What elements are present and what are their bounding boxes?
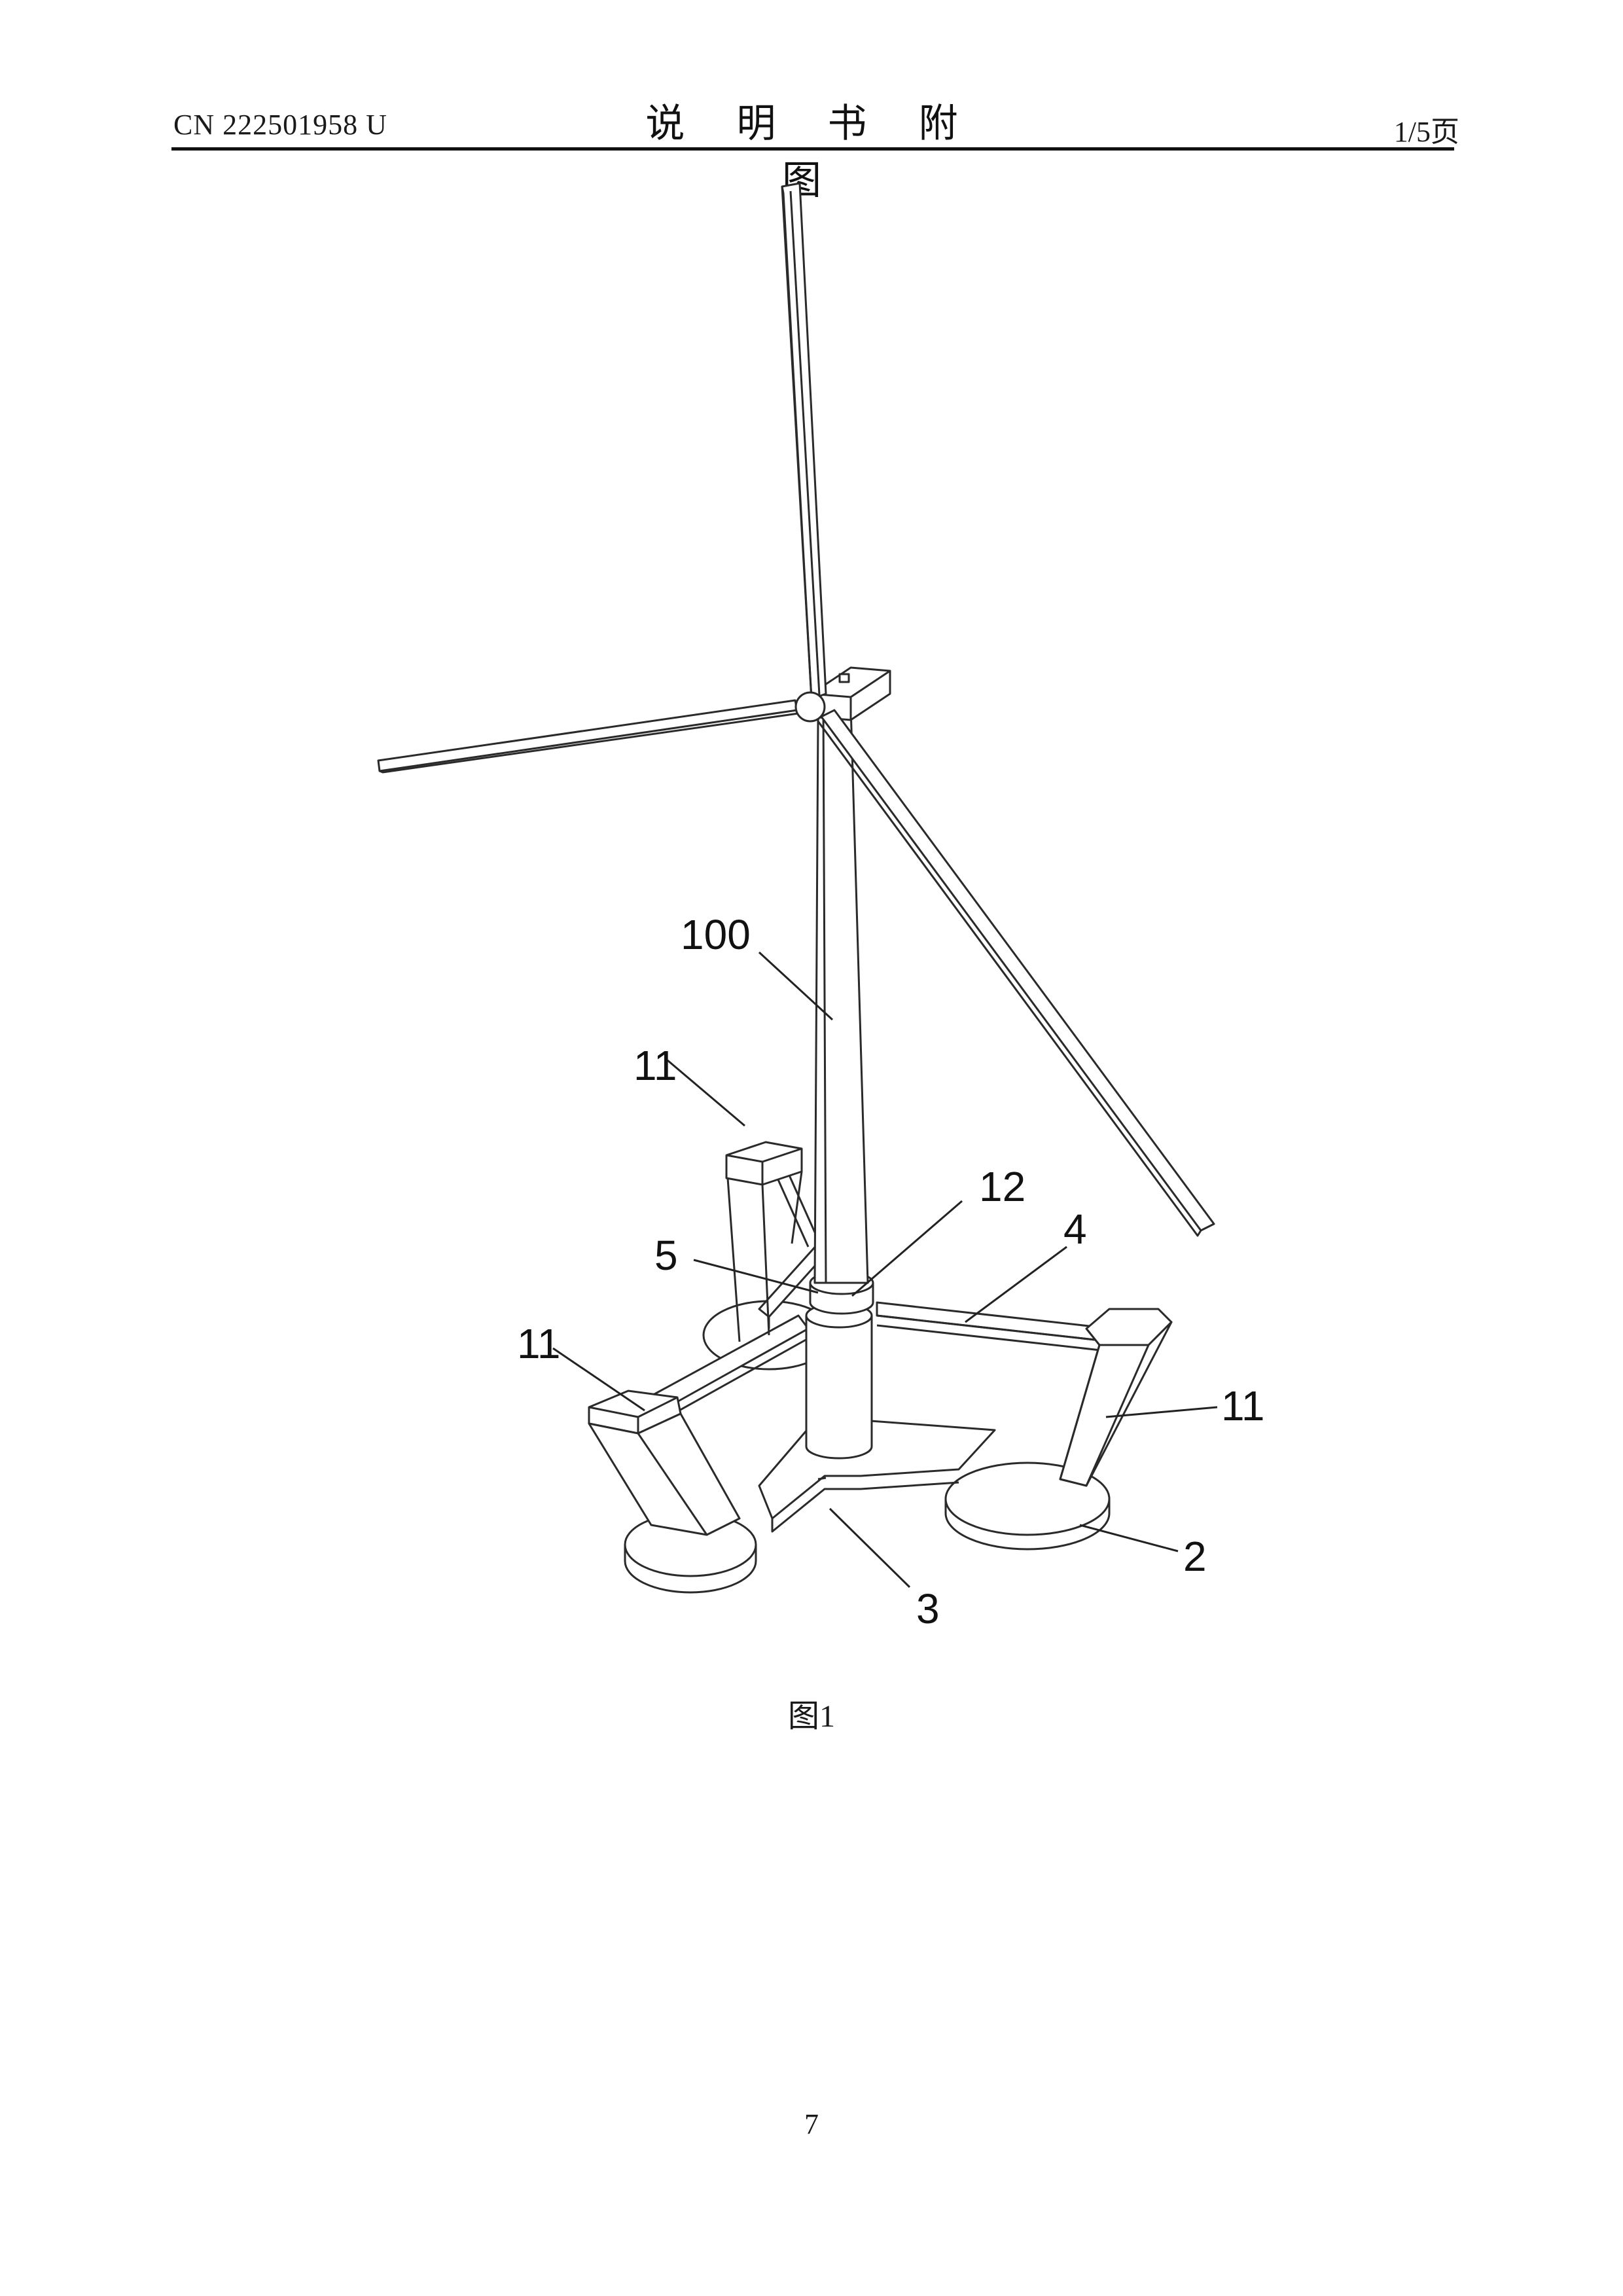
- rotor-hub: [796, 692, 825, 721]
- page-number: 7: [772, 2108, 851, 2141]
- label-arm: 4: [1063, 1206, 1087, 1253]
- label-column-top-left: 11: [633, 1042, 677, 1089]
- label-frame: 3: [916, 1585, 940, 1632]
- label-column-front-left: 11: [517, 1320, 560, 1367]
- turbine-tower: [815, 707, 868, 1283]
- central-column: [806, 1304, 872, 1458]
- reference-numerals: 100 11 12 5 4 11 11 2 3: [517, 911, 1264, 1632]
- figure-caption: 图1: [746, 1690, 877, 1736]
- label-connector: 12: [979, 1163, 1026, 1210]
- label-ring: 5: [654, 1232, 678, 1279]
- label-base-plate: 2: [1183, 1533, 1207, 1580]
- label-tower: 100: [681, 911, 751, 958]
- pontoon-arms: [654, 1152, 1113, 1417]
- label-column-right: 11: [1221, 1382, 1264, 1429]
